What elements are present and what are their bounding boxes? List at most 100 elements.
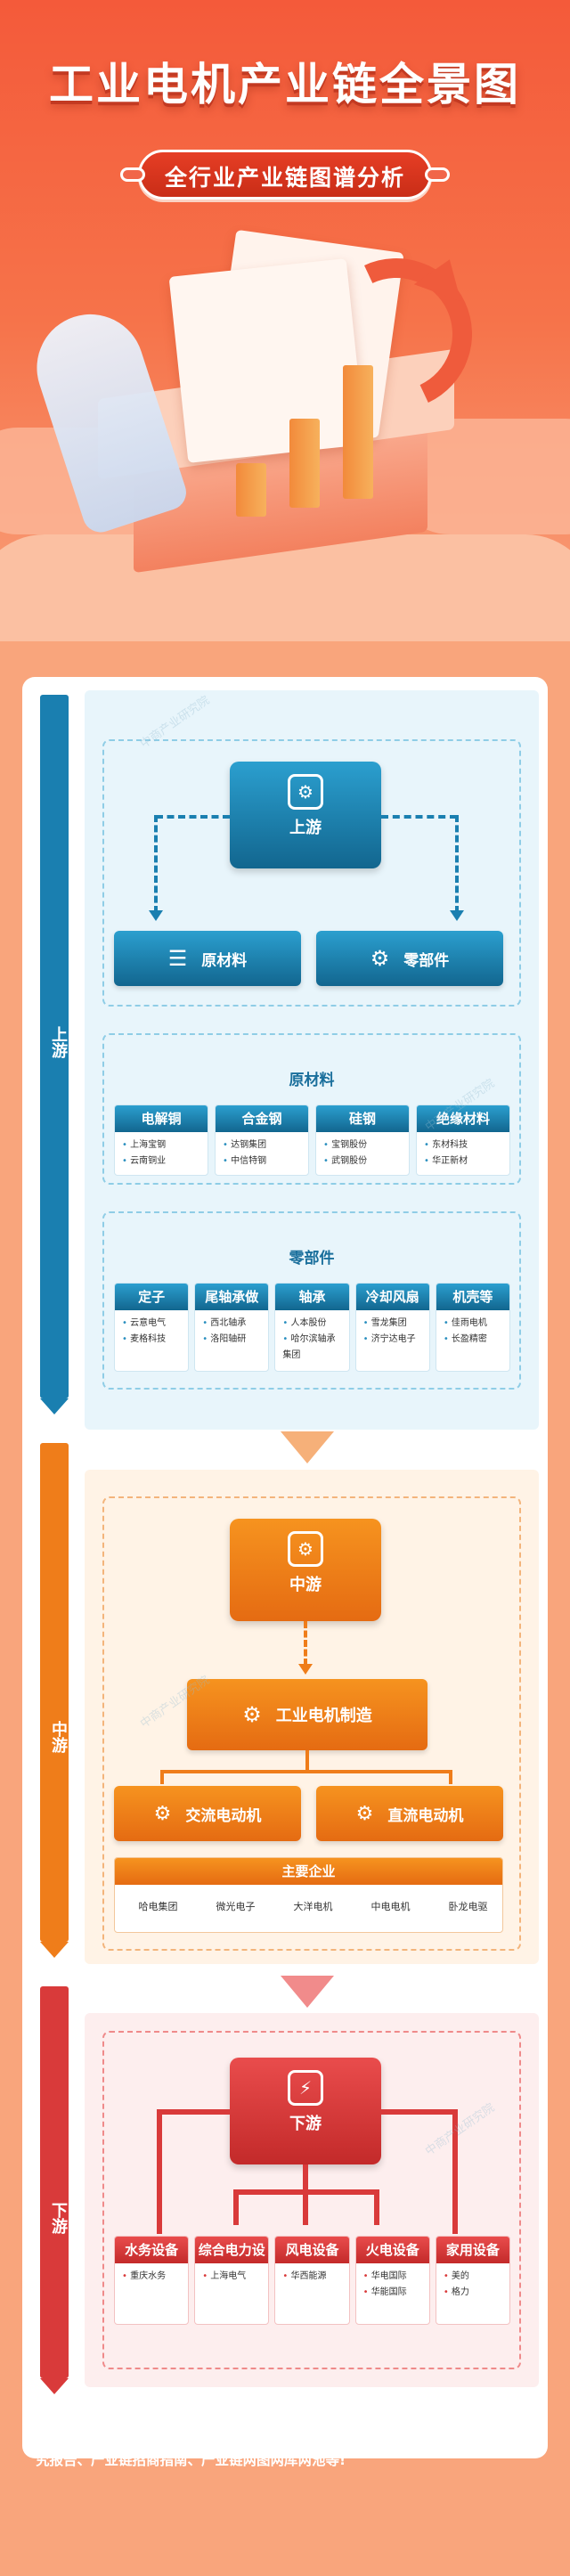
raw-material-card: 硅钢宝钢股份武钢股份 <box>315 1105 410 1176</box>
enterprises-title: 主要企业 <box>115 1858 502 1885</box>
component-card: 机壳等佳雨电机长盈精密 <box>435 1283 511 1372</box>
enterprise-item: 哈电集团 <box>138 1901 178 1912</box>
raw-material-card: 电解铜上海宝钢云南铜业 <box>114 1105 208 1176</box>
downstream-side-arrowhead <box>40 2378 69 2394</box>
raw-materials-label: 原材料 <box>201 951 248 970</box>
downstream-card-title: 水务设备 <box>115 2237 189 2263</box>
downstream-card-title: 风电设备 <box>275 2237 349 2263</box>
dc-motor-button[interactable]: ⚙ 直流电动机 <box>316 1786 503 1841</box>
bar-short-decoration <box>236 463 266 517</box>
raw-material-company: 华正新材 <box>424 1153 502 1170</box>
downstream-card-title: 家用设备 <box>436 2237 510 2263</box>
header-banner <box>0 0 570 641</box>
upstream-side-arrowhead <box>40 1398 69 1414</box>
downstream-company: 上海电气 <box>202 2269 261 2285</box>
downstream-card-items: 华电国际华能国际 <box>356 2263 429 2306</box>
raw-materials-section-title: 原材料 <box>289 1072 335 1089</box>
transition-chevron-1 <box>281 1431 334 1463</box>
upstream-node-label: 上游 <box>289 819 322 837</box>
downstream-frame <box>102 2031 521 2369</box>
manufacture-split-line <box>160 1770 452 1773</box>
downstream-split-a <box>233 2189 239 2225</box>
component-card-items: 西北轴承洛阳轴研 <box>195 1310 268 1353</box>
downstream-branch-right <box>381 2109 456 2115</box>
upstream-connector-left-down <box>154 815 158 913</box>
component-card-items: 云意电气麦格科技 <box>115 1310 188 1353</box>
upstream-arrowhead-left <box>149 910 163 921</box>
downstream-node: ⚡ 下游 <box>230 2058 381 2164</box>
downstream-card-items: 重庆水务 <box>115 2263 188 2290</box>
enterprises-list: 哈电集团微光电子大洋电机中电电机卧龙电驱 <box>115 1885 502 1913</box>
upstream-overview-frame <box>102 739 521 1007</box>
downstream-company: 华西能源 <box>282 2269 341 2285</box>
component-card-title: 定子 <box>115 1284 189 1310</box>
midstream-connector-down <box>304 1621 307 1666</box>
component-card-title: 机壳等 <box>436 1284 510 1310</box>
downstream-company: 华电国际 <box>363 2269 422 2285</box>
motor-icon: ⚙ <box>242 1702 262 1727</box>
component-company: 洛阳轴研 <box>202 1332 261 1348</box>
manufacture-connector-down <box>305 1750 309 1770</box>
raw-material-company: 云南铜业 <box>122 1153 200 1170</box>
motor-icon: ⚙ <box>355 1802 374 1825</box>
component-company: 哈尔滨轴承集团 <box>282 1332 341 1364</box>
component-card-title: 尾轴承做 <box>195 1284 269 1310</box>
raw-materials-button[interactable]: ☰ 原材料 <box>114 931 301 986</box>
split-right-down <box>449 1770 452 1784</box>
upstream-side-label: 上游 <box>49 1026 68 1058</box>
ac-motor-label: 交流电动机 <box>185 1806 262 1825</box>
enterprise-item: 卧龙电驱 <box>448 1901 488 1912</box>
downstream-card: 水务设备重庆水务 <box>114 2236 190 2325</box>
raw-material-company: 达钢集团 <box>223 1137 301 1153</box>
downstream-card: 火电设备华电国际华能国际 <box>354 2236 430 2325</box>
component-card-items: 佳雨电机长盈精密 <box>436 1310 509 1353</box>
downstream-card-title: 火电设备 <box>355 2237 429 2263</box>
manufacture-button[interactable]: ⚙ 工业电机制造 <box>187 1679 428 1750</box>
downstream-company: 格力 <box>444 2285 502 2301</box>
motor-icon: ⚙ <box>288 1531 323 1567</box>
raw-material-card-title: 合金钢 <box>216 1105 308 1132</box>
ac-motor-button[interactable]: ⚙ 交流电动机 <box>114 1786 301 1841</box>
enterprise-item: 微光电子 <box>216 1901 256 1912</box>
components-button[interactable]: ⚙ 零部件 <box>316 931 503 986</box>
upstream-arrowhead-right <box>450 910 464 921</box>
page-subtitle: 全行业产业链图谱分析 <box>164 165 405 191</box>
component-company: 济宁达电子 <box>363 1332 422 1348</box>
ribbon-left-tip <box>120 167 145 182</box>
midstream-side-arrowhead <box>40 1942 69 1958</box>
component-company: 西北轴承 <box>202 1316 261 1332</box>
downstream-card-items: 上海电气 <box>195 2263 268 2290</box>
upstream-side-bar <box>40 695 69 1398</box>
manufacture-label: 工业电机制造 <box>275 1707 372 1725</box>
raw-material-card: 绝缘材料东材科技华正新材 <box>416 1105 510 1176</box>
upstream-connector-right-down <box>455 815 459 913</box>
component-company: 长盈精密 <box>444 1332 502 1348</box>
raw-material-card-items: 达钢集团中信特钢 <box>216 1132 308 1175</box>
midstream-node-label: 中游 <box>289 1576 322 1594</box>
raw-material-card-items: 上海宝钢云南铜业 <box>115 1132 208 1175</box>
midstream-arrowhead-down <box>298 1664 313 1675</box>
downstream-node-label: 下游 <box>289 2115 322 2133</box>
upstream-connector-right <box>381 815 457 819</box>
raw-material-company: 东材科技 <box>424 1137 502 1153</box>
downstream-branch-right-down <box>452 2109 458 2234</box>
upstream-connector-left <box>156 815 230 819</box>
components-frame <box>102 1211 521 1390</box>
downstream-company: 美的 <box>444 2269 502 2285</box>
midstream-side-label: 中游 <box>49 1721 68 1753</box>
downstream-company: 重庆水务 <box>122 2269 181 2285</box>
component-card: 冷却风扇雪龙集团济宁达电子 <box>354 1283 430 1372</box>
transition-chevron-2 <box>281 1976 334 2008</box>
motor-icon: ⚙ <box>153 1802 172 1825</box>
raw-material-card-title: 硅钢 <box>316 1105 409 1132</box>
downstream-side-bar <box>40 1986 69 2378</box>
component-card: 轴承人本股份哈尔滨轴承集团 <box>274 1283 350 1372</box>
raw-material-company: 中信特钢 <box>223 1153 301 1170</box>
downstream-card-items: 华西能源 <box>275 2263 348 2290</box>
power-icon: ⚡ <box>288 2070 323 2106</box>
upstream-node: ⚙ 上游 <box>230 762 381 868</box>
downstream-card-title: 综合电力设备 <box>195 2237 269 2285</box>
bar-mid-decoration <box>289 419 320 508</box>
downstream-cards: 水务设备重庆水务综合电力设备上海电气风电设备华西能源火电设备华电国际华能国际家用… <box>114 2236 511 2325</box>
raw-material-card: 合金钢达钢集团中信特钢 <box>215 1105 309 1176</box>
